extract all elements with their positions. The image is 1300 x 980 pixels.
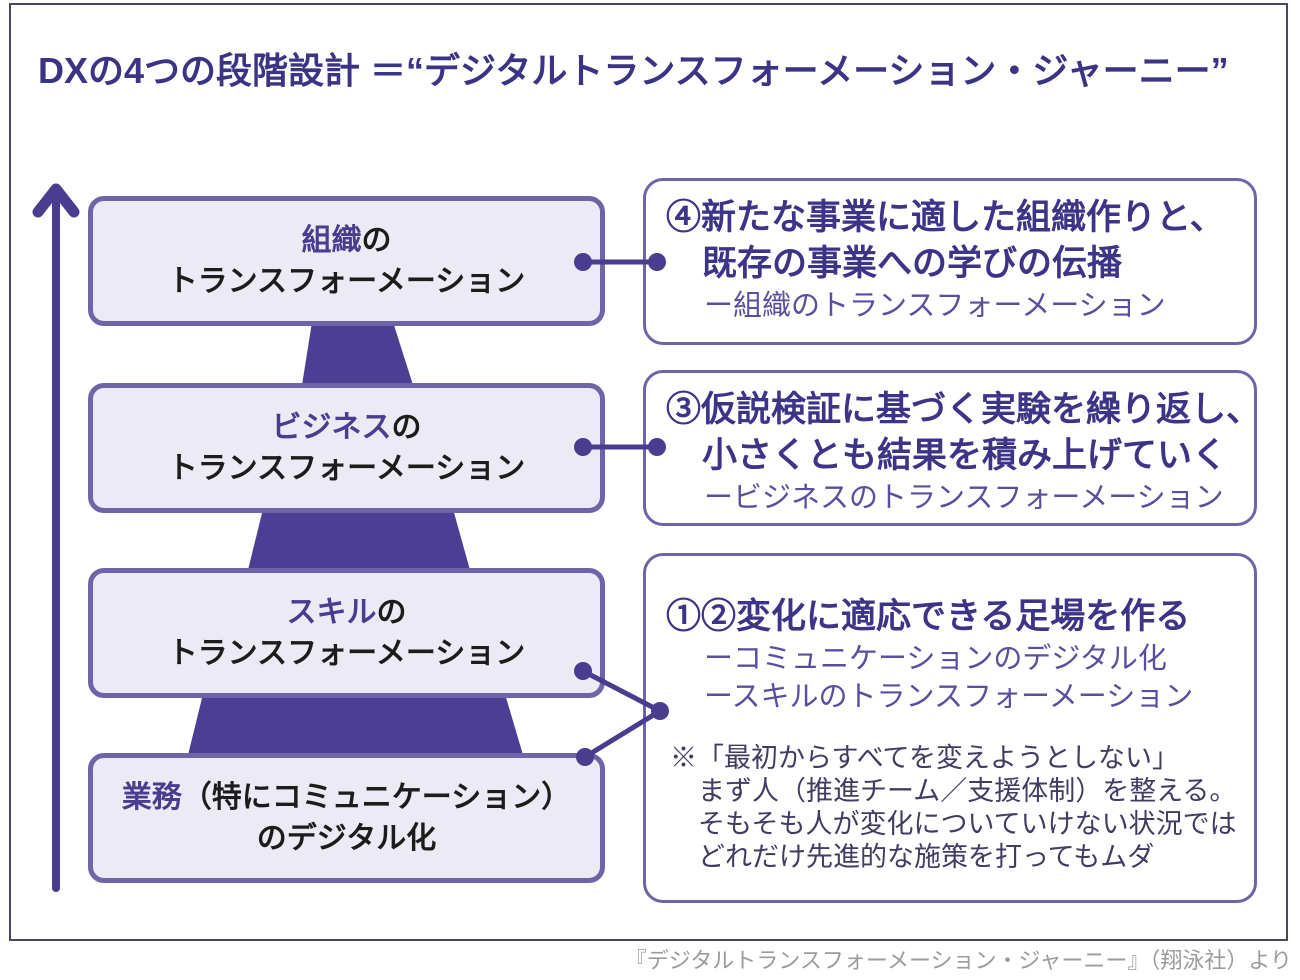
pyramid-box-skill: スキルの トランスフォーメーション xyxy=(88,568,605,698)
pyramid-box-organization-highlight: 組織 xyxy=(301,224,362,257)
page-title: DXの4つの段階設計 ＝“デジタルトランスフォーメーション・ジャーニー” xyxy=(38,50,1229,91)
pyramid-box-organization-rest: の xyxy=(361,224,392,257)
source-caption: 『デジタルトランスフォーメーション・ジャーニー』（翔泳社）より xyxy=(624,948,1292,973)
annotation-step3-subline: ービジネスのトランスフォーメーション xyxy=(704,482,1224,514)
annotation-box-step1-2: ①②変化に適応できる足場を作る ーコミュニケーションのデジタル化 ースキルのトラ… xyxy=(643,553,1257,903)
pyramid-box-business-line2: トランスフォーメーション xyxy=(167,452,526,485)
annotation-step4-heading-line1: ④新たな事業に適した組織作りと、 xyxy=(666,198,1225,237)
annotation-box-step3: ③仮説検証に基づく実験を繰り返し、 小さくとも結果を積み上げていく ービジネスの… xyxy=(643,370,1262,526)
annotation-step12-subline1: ーコミュニケーションのデジタル化 xyxy=(704,643,1167,675)
pyramid-box-operations-line1: 業務（特にコミュニケーション） xyxy=(93,777,600,818)
pyramid-box-business: ビジネスの トランスフォーメーション xyxy=(88,383,605,513)
annotation-step12-heading: ①②変化に適応できる足場を作る xyxy=(666,597,1191,636)
pyramid-box-operations-highlight: 業務 xyxy=(121,781,182,814)
annotation-step3-heading-line1: ③仮説検証に基づく実験を繰り返し、 xyxy=(666,390,1262,429)
annotation-note-line3: そもそも人が変化についていけない状況では xyxy=(698,809,1237,839)
pyramid-box-operations-line2: のデジタル化 xyxy=(256,822,437,855)
pyramid-box-skill-line2: トランスフォーメーション xyxy=(167,637,526,670)
pyramid-box-operations: 業務（特にコミュニケーション） のデジタル化 xyxy=(88,753,605,883)
annotation-step12-subline2: ースキルのトランスフォーメーション xyxy=(704,681,1194,713)
annotation-step4-subline: ー組織のトランスフォーメーション xyxy=(704,290,1166,322)
annotation-note: ※「最初からすべてを変えようとしない」 まず人（推進チーム／支援体制）を整える。… xyxy=(666,742,1244,874)
pyramid-box-skill-line1: スキルの xyxy=(93,592,600,633)
pyramid-box-organization-line1: 組織の xyxy=(93,220,600,261)
pyramid-box-business-rest: の xyxy=(391,411,422,444)
pyramid-box-business-line1: ビジネスの xyxy=(93,407,600,448)
pyramid-box-business-highlight: ビジネス xyxy=(271,411,392,444)
pyramid-box-organization-line2: トランスフォーメーション xyxy=(167,265,526,298)
pyramid-box-skill-highlight: スキル xyxy=(286,596,377,629)
annotation-note-line1: ※「最初からすべてを変えようとしない」 xyxy=(670,743,1179,773)
pyramid-box-operations-rest: （特にコミュニケーション） xyxy=(181,781,572,814)
pyramid-box-organization: 組織の トランスフォーメーション xyxy=(88,196,605,326)
annotation-note-line2: まず人（推進チーム／支援体制）を整える。 xyxy=(698,776,1237,806)
annotation-step3-heading-line2: 小さくとも結果を積み上げていく xyxy=(702,436,1228,475)
annotation-box-step4: ④新たな事業に適した組織作りと、 既存の事業への学びの伝播 ー組織のトランスフォ… xyxy=(643,178,1257,345)
pyramid-box-skill-rest: の xyxy=(376,596,407,629)
annotation-step4-heading-line2: 既存の事業への学びの伝播 xyxy=(702,244,1123,283)
annotation-note-line4: どれだけ先進的な施策を打ってもムダ xyxy=(698,842,1155,872)
